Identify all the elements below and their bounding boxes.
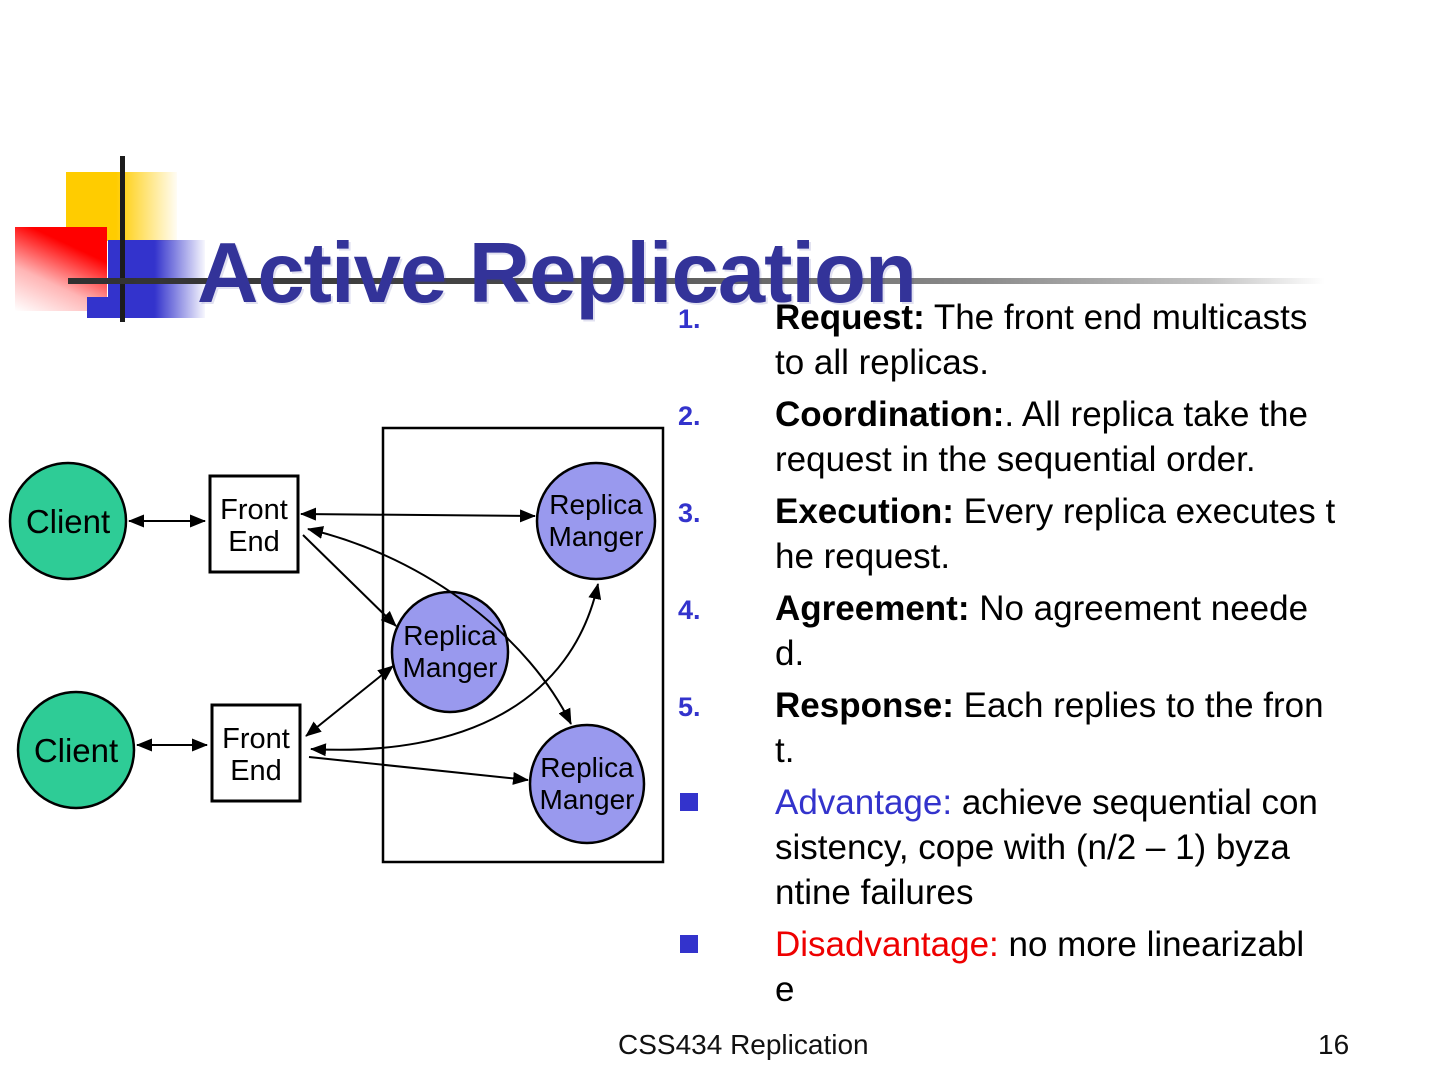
arrow-frontend-bottom-rm-middle [305,665,394,737]
front-end-label: End [230,755,282,787]
arrow-frontend-bottom-rm-bottom [308,756,529,785]
list-number: 4. [678,595,701,625]
replica-manager-label: Replica [540,752,634,783]
front-end-label: Front [220,494,288,526]
list-number: 1. [678,304,701,334]
client-node-bottom [16,690,136,810]
front-end-box-bottom [210,703,302,803]
bullet-square-icon [678,922,775,967]
replica-manager-label: Manger [403,652,498,683]
page-title: Active Replication [197,225,917,321]
client-label-top: Client [26,503,110,540]
footer-page-number: 16 [1318,1029,1350,1060]
list-number: 2. [678,401,701,431]
bullet-square-icon [678,780,775,825]
list-number: 3. [678,498,701,528]
client-label-bottom: Client [34,732,118,769]
arrow-frontend-top-rm-top [300,507,536,523]
arrow-frontend-bottom-rm-top-curve [310,583,602,757]
front-end-label: Front [222,723,290,755]
decor-vertical-line [120,156,125,322]
replica-manager-label: Replica [403,620,497,651]
front-end-label: End [228,526,280,558]
replica-manager-label: Manger [549,521,644,552]
footer-course: CSS434 Replication [618,1029,869,1060]
replica-manager-label: Manger [540,784,635,815]
front-end-box-top [208,474,300,574]
list-number: 5. [678,692,701,722]
client-node-top [8,461,128,581]
replica-manager-label: Replica [549,489,643,520]
decor-blue-square-small [87,297,148,318]
title-underline [68,278,1364,284]
